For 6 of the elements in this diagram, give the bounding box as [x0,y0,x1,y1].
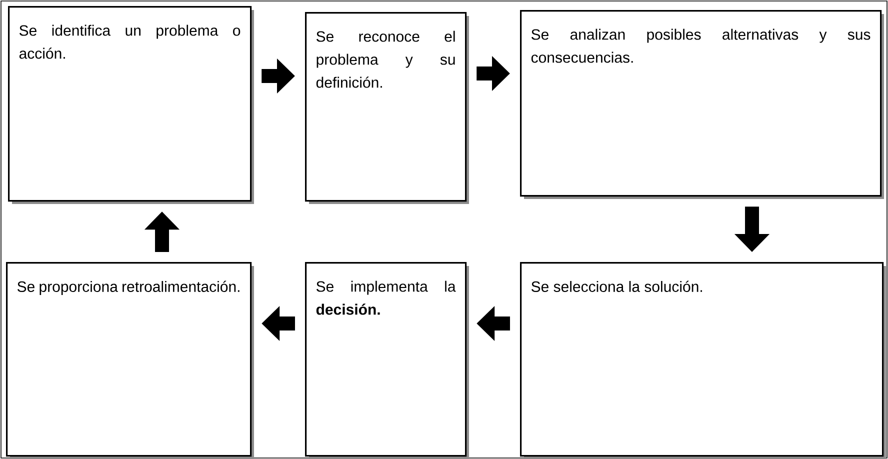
process-box: Se analizan posibles alternativas y sus consecuencias. [520,10,884,199]
process-box: Se selecciona la solución. [520,262,886,459]
process-box: Se identifica un problema o acción. [8,6,254,204]
process-box: Se proporciona retroalimentación. [6,262,254,459]
process-box: Se implementa la decisión. [305,262,469,459]
process-box: Se reconoce el problema y su definición. [305,12,469,204]
